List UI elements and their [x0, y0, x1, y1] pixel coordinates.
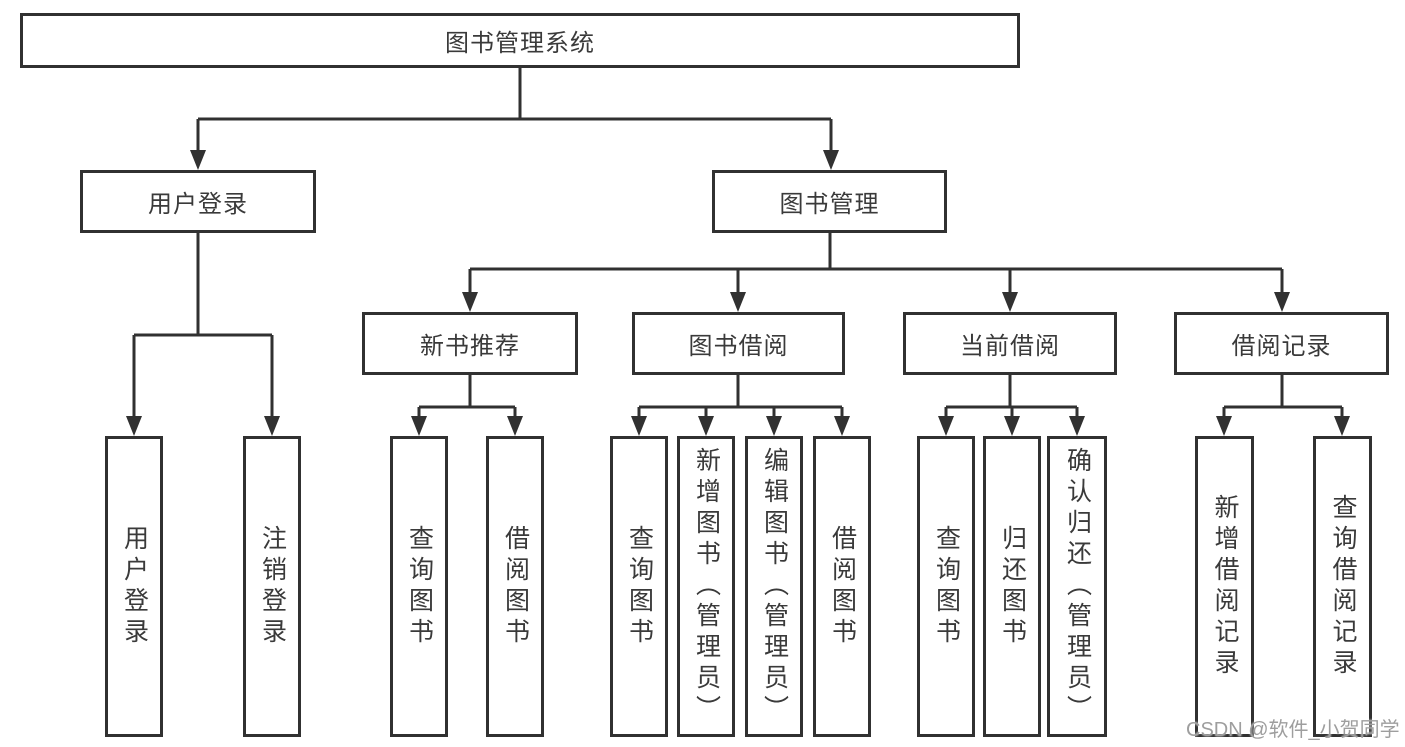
arrowhead	[1216, 416, 1232, 436]
arrowhead	[126, 416, 142, 436]
node-label: 编辑图书（管理员）	[760, 447, 789, 726]
node-label: 查询图书	[932, 524, 961, 649]
node-leaf-query-books-3: 查询图书	[917, 436, 975, 737]
node-label: 查询图书	[405, 524, 434, 649]
arrowhead	[938, 416, 954, 436]
node-label: 查询借阅记录	[1329, 493, 1357, 680]
arrowhead	[190, 150, 206, 170]
node-leaf-query-books-1: 查询图书	[390, 436, 448, 737]
arrowhead	[1069, 416, 1085, 436]
connector-borrowing-records-to-children	[1216, 375, 1350, 436]
node-label: 注销登录	[258, 524, 287, 649]
arrowhead	[766, 416, 782, 436]
arrowhead	[1274, 292, 1290, 312]
arrowhead	[507, 416, 523, 436]
arrowhead	[834, 416, 850, 436]
node-leaf-borrow-books-1: 借阅图书	[486, 436, 544, 737]
node-leaf-query-books-2: 查询图书	[610, 436, 668, 737]
node-label: 新增借阅记录	[1211, 493, 1239, 680]
node-leaf-user-login: 用户登录	[105, 436, 163, 737]
arrowhead	[698, 416, 714, 436]
arrowhead	[1004, 416, 1020, 436]
connector-book-borrowing-to-children	[631, 375, 850, 436]
arrowhead	[1002, 292, 1018, 312]
node-book-management: 图书管理	[712, 170, 947, 233]
node-label: 归还图书	[998, 524, 1027, 649]
connector-current-borrowing-to-children	[938, 375, 1085, 436]
arrowhead	[1334, 416, 1350, 436]
node-label: 借阅记录	[1231, 333, 1332, 360]
node-borrowing-records: 借阅记录	[1174, 312, 1389, 375]
arrowhead	[730, 292, 746, 312]
arrowhead	[411, 416, 427, 436]
node-leaf-add-book-admin: 新增图书（管理员）	[677, 436, 735, 737]
csdn-watermark: CSDN @软件_小贺同学	[1186, 719, 1400, 741]
node-current-borrowing: 当前借阅	[903, 312, 1117, 375]
node-label: 图书管理系统	[445, 30, 595, 57]
node-leaf-confirm-return-admin: 确认归还（管理员）	[1047, 436, 1107, 737]
node-leaf-add-borrow-record: 新增借阅记录	[1195, 436, 1254, 737]
node-label: 图书借阅	[688, 333, 789, 360]
arrowhead	[823, 150, 839, 170]
node-root-library-management-system: 图书管理系统	[20, 13, 1020, 68]
arrowhead	[631, 416, 647, 436]
node-book-borrowing: 图书借阅	[632, 312, 845, 375]
node-label: 新增图书（管理员）	[692, 447, 721, 726]
node-leaf-return-book: 归还图书	[983, 436, 1041, 737]
arrowhead	[264, 416, 280, 436]
node-label: 确认归还（管理员）	[1063, 447, 1092, 726]
node-user-login: 用户登录	[80, 170, 316, 233]
node-label: 用户登录	[120, 524, 149, 649]
node-new-book-recommend: 新书推荐	[362, 312, 578, 375]
node-label: 用户登录	[148, 191, 248, 218]
connector-new-book-recommend-to-children	[411, 375, 523, 436]
node-label: 当前借阅	[960, 333, 1060, 360]
node-leaf-query-borrow-record: 查询借阅记录	[1313, 436, 1372, 737]
node-label: 图书管理	[779, 191, 880, 218]
node-label: 借阅图书	[828, 524, 857, 649]
node-leaf-borrow-books-2: 借阅图书	[813, 436, 871, 737]
arrowhead	[462, 292, 478, 312]
node-label: 查询图书	[625, 524, 654, 649]
node-leaf-logout: 注销登录	[243, 436, 301, 737]
node-label: 借阅图书	[501, 524, 530, 649]
node-leaf-edit-book-admin: 编辑图书（管理员）	[745, 436, 803, 737]
connector-book-management-to-children	[462, 233, 1290, 312]
node-label: 新书推荐	[420, 333, 520, 360]
connector-user-login-to-children	[126, 233, 280, 436]
connector-root-to-level2	[190, 68, 839, 170]
